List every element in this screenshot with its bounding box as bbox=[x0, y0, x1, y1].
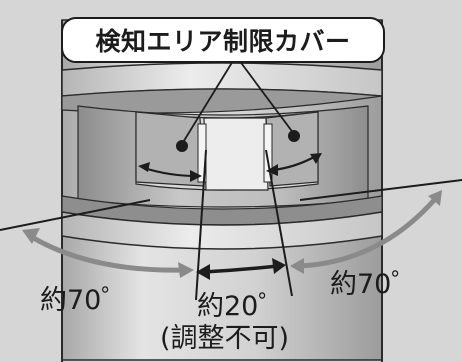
angle-arc-left bbox=[28, 233, 185, 273]
angle-arc-right bbox=[299, 196, 438, 269]
angle-arc-center-head-a bbox=[196, 264, 210, 280]
sensor-dot-right bbox=[288, 130, 300, 142]
angle-arc-center bbox=[203, 264, 279, 274]
angle-arc-center-head-b bbox=[272, 258, 286, 274]
center-angle-label: 約20゜ bbox=[197, 291, 286, 322]
angle-arc-right-head-a bbox=[290, 258, 304, 274]
boundary-line-left-outer bbox=[0, 199, 151, 231]
cover-title-label: 検知エリア制限カバー bbox=[95, 27, 351, 56]
title-label-box bbox=[61, 17, 385, 63]
inner-arrowhead-left-b bbox=[190, 170, 202, 182]
center-window bbox=[203, 117, 269, 191]
angle-arc-right-head-b bbox=[428, 190, 442, 206]
center-note-label: (調整不可) bbox=[160, 323, 290, 354]
left-angle-label: 約70゜ bbox=[40, 285, 129, 316]
boundary-line-center-left bbox=[195, 149, 207, 301]
boundary-line-center-right bbox=[265, 149, 293, 297]
sensor-dot-left bbox=[176, 140, 188, 152]
angle-arc-left-head-b bbox=[178, 262, 194, 278]
inner-arrowhead-right-a bbox=[266, 164, 278, 176]
right-limit-cover bbox=[265, 111, 319, 187]
boundary-line-right-outer bbox=[299, 179, 462, 201]
inner-arrowhead-right-b bbox=[310, 153, 322, 164]
inner-arrowhead-left-a bbox=[138, 162, 150, 172]
angle-arc-left-head-a bbox=[22, 228, 40, 244]
leader-line-left bbox=[181, 55, 237, 145]
leader-line-right bbox=[235, 55, 295, 135]
lower-cover-band bbox=[61, 211, 383, 250]
window-right-tab bbox=[263, 123, 273, 183]
right-angle-label: 約70゜ bbox=[330, 269, 419, 300]
